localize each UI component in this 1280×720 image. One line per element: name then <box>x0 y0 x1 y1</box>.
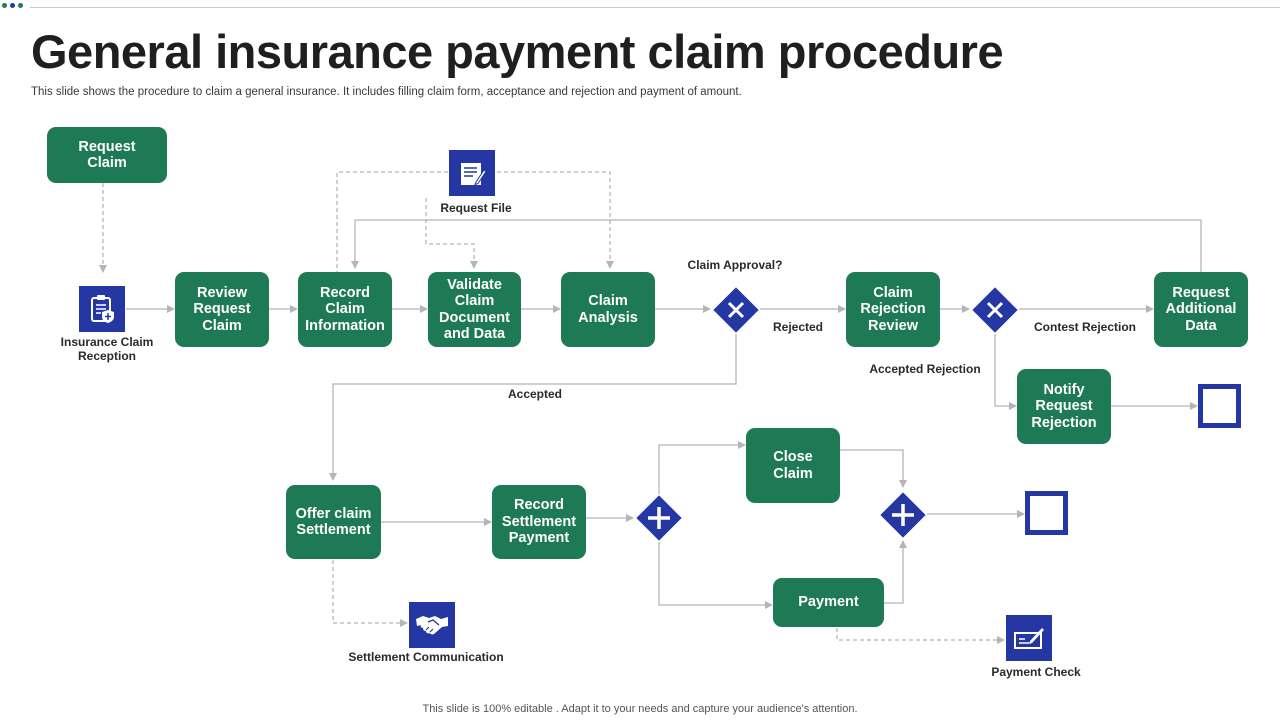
connector-split-to-payment <box>658 542 773 609</box>
page-subtitle: This slide shows the procedure to claim … <box>31 86 742 98</box>
check-pen-icon <box>1006 615 1052 661</box>
connector-file-to-record <box>336 171 448 272</box>
node-claim-rejection-review: Claim Rejection Review <box>846 272 940 347</box>
connector-accepted-rejection <box>994 334 1017 410</box>
clipboard-shield-icon <box>79 286 125 332</box>
end-square-icon <box>1198 384 1241 428</box>
node-validate-claim: Validate Claim Document and Data <box>428 272 521 347</box>
node-record-claim-information: Record Claim Information <box>298 272 392 347</box>
node-request-claim: Request Claim <box>47 127 167 183</box>
plus-gateway-icon <box>880 492 926 538</box>
label-accepted: Accepted <box>507 387 563 401</box>
node-review-request-claim: Review Request Claim <box>175 272 269 347</box>
label-accepted-rejection: Accepted Rejection <box>869 362 981 376</box>
node-payment: Payment <box>773 578 884 627</box>
connector-payment-to-join <box>884 540 907 604</box>
x-gateway-icon <box>972 287 1018 333</box>
page-title: General insurance payment claim procedur… <box>31 25 1004 78</box>
connector-split-to-close <box>658 441 746 494</box>
connector-additional-data-loop <box>351 219 1202 272</box>
label-rejected: Rejected <box>772 320 824 334</box>
handshake-icon <box>409 602 455 648</box>
connector-file-to-analysis <box>497 171 614 269</box>
top-divider <box>30 7 1280 8</box>
plus-gateway-icon <box>636 495 682 541</box>
page-footer: This slide is 100% editable . Adapt it t… <box>422 703 858 715</box>
node-request-additional-data: Request Additional Data <box>1154 272 1248 347</box>
node-record-settlement-payment: Record Settlement Payment <box>492 485 586 559</box>
label-request-file: Request File <box>440 201 512 215</box>
end-square-icon <box>1025 491 1068 535</box>
connector-accepted <box>329 334 737 481</box>
slide-decoration-dots <box>0 3 30 11</box>
label-claim-approval: Claim Approval? <box>687 258 783 272</box>
label-insurance-claim-reception: Insurance Claim Reception <box>60 335 154 363</box>
connector-close-to-join <box>840 449 907 488</box>
label-settlement-communication: Settlement Communication <box>348 650 504 664</box>
label-contest-rejection: Contest Rejection <box>1033 320 1137 334</box>
node-close-claim: Close Claim <box>746 428 840 503</box>
x-gateway-icon <box>713 287 759 333</box>
node-claim-analysis: Claim Analysis <box>561 272 655 347</box>
label-payment-check: Payment Check <box>991 665 1081 679</box>
node-notify-request-rejection: Notify Request Rejection <box>1017 369 1111 444</box>
connector-offer-to-communication <box>332 560 408 627</box>
node-offer-claim-settlement: Offer claim Settlement <box>286 485 381 559</box>
connector-payment-to-check <box>836 628 1005 644</box>
connector-file-to-validate <box>425 198 478 269</box>
document-pen-icon <box>449 150 495 196</box>
